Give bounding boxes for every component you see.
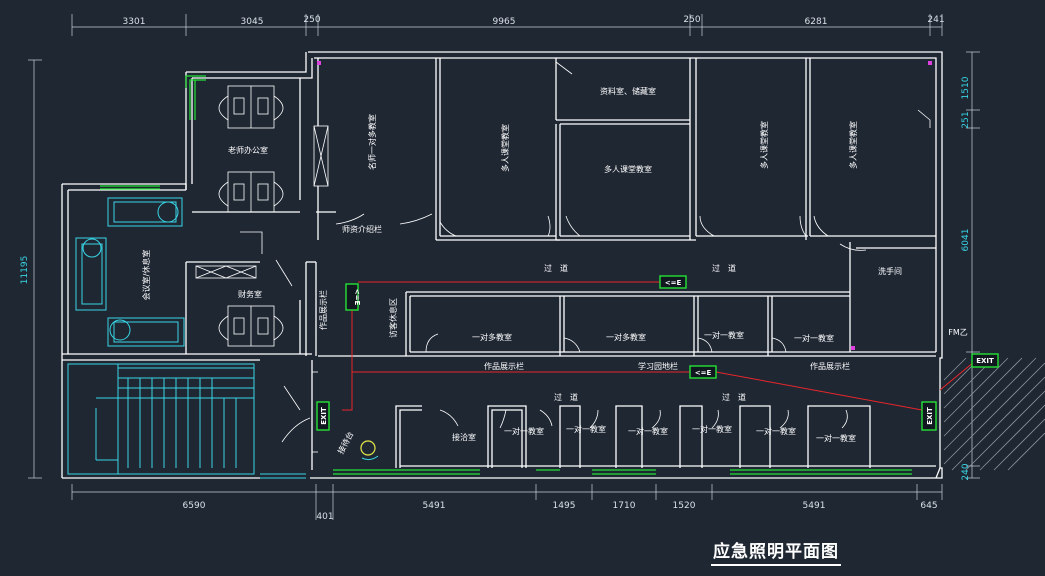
room-one-to-many-2: 一对多教室 — [606, 332, 646, 342]
room-corridor-4: 过 道 — [722, 392, 746, 402]
room-reception: 接洽室 — [452, 432, 476, 442]
front-desk-chair — [360, 440, 376, 456]
dim-bottom-7: 5491 — [803, 501, 826, 511]
arrow-sign-middle: <=E — [689, 365, 717, 379]
room-one-to-one-3: 一对一教室 — [504, 426, 544, 436]
exterior-hatch — [943, 357, 1045, 471]
room-multi-class-2: 多人课堂教室 — [604, 164, 652, 174]
top-dimension-line: 3301 3045 250 9965 250 6281 241 — [71, 14, 945, 36]
room-corridor-1: 过 道 — [544, 263, 568, 273]
room-one-on-one-multi: 名师一对多教室 — [367, 114, 377, 170]
room-guest-rest: 访客休息区 — [388, 298, 398, 338]
dim-bottom-2: 401 — [316, 512, 333, 522]
meeting-room: 会议室/休息室 — [75, 197, 185, 347]
room-multi-class-3: 多人课堂教室 — [759, 121, 769, 169]
room-works-display-vertical: 作品展示栏 — [318, 290, 328, 330]
exit-sign-left: EXIT — [316, 401, 330, 431]
corner-markers — [317, 61, 932, 350]
door-tag: FM乙 — [948, 328, 968, 337]
finance-room: 财务室 — [185, 231, 301, 354]
room-teacher-office: 老师办公室 — [228, 145, 268, 155]
room-one-to-one-1: 一对一教室 — [704, 330, 744, 340]
left-dimension-line: 11195 — [20, 59, 42, 479]
dim-top-6: 6281 — [805, 17, 828, 27]
dim-bottom-6: 1520 — [673, 501, 696, 511]
outer-walls — [61, 51, 943, 479]
dim-right-3: 6041 — [961, 229, 971, 252]
room-multi-class-4: 多人课堂教室 — [848, 121, 858, 169]
bottom-dimension-line: 6590 401 5491 1495 1710 1520 5491 645 — [71, 484, 943, 522]
arrow-sign-middle-label: <=E — [695, 369, 712, 377]
middle-corridor: 过 道 过 道 洗手间 FM乙 — [544, 242, 968, 352]
dim-bottom-3: 5491 — [423, 501, 446, 511]
dim-bottom-8: 645 — [920, 501, 937, 511]
room-one-to-one-4: 一对一教室 — [566, 424, 606, 434]
room-corridor-3: 过 道 — [554, 392, 578, 402]
exit-sign-right: EXIT — [921, 401, 937, 431]
dim-top-4: 9965 — [493, 17, 516, 27]
room-archive: 资料室、储藏室 — [600, 86, 656, 96]
exit-sign-outside: EXIT — [971, 353, 999, 368]
arrow-sign-left-label: <=E — [353, 289, 361, 306]
room-teacher-intro: 师资介绍栏 — [342, 224, 382, 234]
dim-top-1: 3301 — [123, 17, 146, 27]
room-one-to-one-7: 一对一教室 — [756, 426, 796, 436]
middle-row-classrooms: 访客休息区 一对多教室 一对多教室 一对一教室 一对一教室 作品展示栏 学习园地… — [318, 291, 936, 371]
dim-right-4: 240 — [961, 463, 971, 480]
room-study-garden: 学习园地栏 — [638, 361, 678, 371]
upper-classrooms: 名师一对多教室 多人课堂教室 资料室、储藏室 多人课堂教室 多人课堂教室 多人课… — [316, 58, 936, 241]
dim-top-2: 3045 — [241, 17, 264, 27]
corridor-partitions: 作品展示栏 — [281, 58, 328, 470]
room-one-to-one-8: 一对一教室 — [816, 433, 856, 443]
emergency-signs: EXIT EXIT EXIT <=E <=E <=E — [316, 275, 999, 431]
dim-left-1: 11195 — [20, 256, 30, 285]
dim-top-7: 241 — [927, 15, 944, 25]
room-one-to-one-5: 一对一教室 — [628, 426, 668, 436]
arrow-sign-top: <=E — [659, 275, 687, 289]
arrow-sign-top-label: <=E — [665, 279, 682, 287]
exit-sign-outside-label: EXIT — [976, 357, 994, 365]
exit-sign-left-label: EXIT — [320, 407, 328, 425]
room-works-display-2: 作品展示栏 — [810, 361, 850, 371]
room-finance: 财务室 — [238, 289, 262, 299]
room-corridor-2: 过 道 — [712, 263, 736, 273]
dim-top-5: 250 — [683, 15, 700, 25]
windows — [100, 75, 912, 475]
drawing-title: 应急照明平面图 — [711, 537, 841, 566]
lower-row-classrooms: 过 道 过 道 接洽室 一对一教室 一对一教室 一对一教室 一对一教室 一对一教… — [335, 392, 941, 479]
room-one-to-many-1: 一对多教室 — [472, 332, 512, 342]
right-dimension-line: 1510 251 6041 240 — [961, 51, 980, 481]
dim-right-1: 1510 — [961, 76, 971, 99]
teacher-office: 老师办公室 — [192, 78, 329, 213]
dim-bottom-4: 1495 — [553, 501, 576, 511]
room-front-desk: 接待台 — [335, 430, 355, 456]
room-multi-class-1: 多人课堂教室 — [500, 124, 510, 172]
exit-sign-right-label: EXIT — [926, 407, 934, 425]
room-one-to-one-2: 一对一教室 — [794, 333, 834, 343]
emergency-wiring — [342, 281, 975, 411]
dim-top-3: 250 — [303, 15, 320, 25]
room-washroom: 洗手间 — [878, 266, 902, 276]
staircase — [67, 363, 306, 479]
dim-bottom-1: 6590 — [183, 501, 206, 511]
arrow-sign-left: <=E — [345, 283, 361, 311]
room-one-to-one-6: 一对一教室 — [692, 424, 732, 434]
room-meeting: 会议室/休息室 — [141, 250, 151, 301]
dim-right-2: 251 — [961, 111, 971, 128]
room-works-display-1: 作品展示栏 — [484, 361, 524, 371]
dim-bottom-5: 1710 — [613, 501, 636, 511]
